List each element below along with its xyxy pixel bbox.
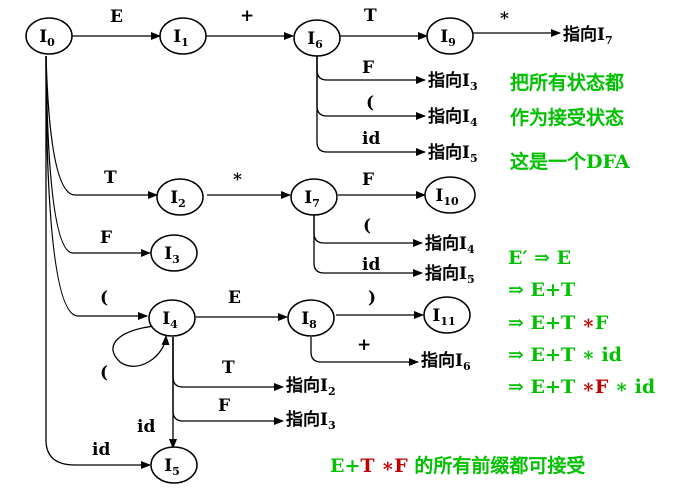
edge-label-id: id bbox=[362, 129, 380, 149]
state-i11-label: I11 bbox=[432, 306, 455, 328]
edge-label-e: E bbox=[110, 7, 123, 27]
edge-label-f: F bbox=[218, 396, 230, 416]
state-i8 bbox=[287, 299, 335, 337]
edge-i7-id bbox=[313, 215, 423, 277]
derivation-step-3: ⇒ E+T ∗ id bbox=[508, 344, 622, 366]
edge-label-plus: + bbox=[240, 6, 254, 26]
state-i2 bbox=[156, 178, 204, 216]
pointer-i7: 指向I7 bbox=[563, 24, 613, 47]
edge-label-e: E bbox=[228, 288, 241, 308]
note-all-accept: 把所有状态都 bbox=[510, 71, 624, 94]
pointer-i5: 指向I5 bbox=[425, 263, 475, 286]
state-i6-label: I6 bbox=[307, 29, 323, 51]
edge-label-lparen: ( bbox=[366, 93, 374, 113]
edge-label-lparen: ( bbox=[100, 288, 108, 308]
pointer-i2: 指向I2 bbox=[286, 375, 336, 398]
note-as-accept: 作为接受状态 bbox=[510, 106, 624, 129]
pointer-i4: 指向I4 bbox=[425, 233, 475, 256]
state-i5 bbox=[150, 446, 198, 484]
edge-label-star: * bbox=[233, 170, 242, 190]
edge-i0-i4 bbox=[45, 55, 148, 320]
pointer-i6: 指向I6 bbox=[421, 350, 471, 373]
edge-label-t: T bbox=[364, 6, 377, 26]
edge-label-lparen: ( bbox=[100, 363, 108, 383]
pointer-i5: 指向I5 bbox=[428, 142, 478, 165]
edge-i8-plus bbox=[310, 337, 419, 366]
state-i0 bbox=[25, 17, 73, 55]
pointer-i3: 指向I3 bbox=[428, 70, 478, 93]
edge-label-id: id bbox=[362, 255, 380, 275]
state-i8-label: I8 bbox=[301, 309, 317, 331]
state-i7 bbox=[290, 178, 338, 216]
edge-label-t: T bbox=[104, 168, 117, 188]
conclusion-prefixes: E+T ∗F 的所有前缀都可接受 bbox=[330, 454, 585, 477]
state-i4-label: I4 bbox=[162, 309, 178, 331]
edge-label-rparen: ) bbox=[368, 288, 376, 308]
edge-i0-i5 bbox=[45, 56, 151, 469]
edge-i0-i3 bbox=[45, 55, 151, 257]
state-i9 bbox=[426, 17, 474, 55]
edge-label-plus: + bbox=[357, 335, 371, 355]
derivation-start: E′ ⇒ E bbox=[508, 247, 571, 269]
derivation-step-2: ⇒ E+T ∗F bbox=[508, 312, 609, 334]
state-i4 bbox=[148, 299, 196, 337]
edge-label-star: * bbox=[500, 9, 509, 29]
derivation-step-1: ⇒ E+T bbox=[508, 279, 575, 301]
state-i11 bbox=[423, 296, 471, 334]
state-i3-label: I3 bbox=[164, 244, 180, 266]
state-i9-label: I9 bbox=[440, 27, 456, 49]
state-i6 bbox=[293, 19, 341, 57]
edge-label-t: T bbox=[222, 358, 235, 378]
edge-i0-i2 bbox=[45, 55, 158, 199]
state-i3 bbox=[150, 234, 198, 272]
edge-i6-id bbox=[316, 55, 426, 156]
pointer-i3: 指向I3 bbox=[286, 409, 336, 432]
state-i5-label: I5 bbox=[164, 456, 180, 478]
state-i0-label: I0 bbox=[39, 27, 55, 49]
edge-label-id: id bbox=[92, 440, 110, 460]
edge-label-id: id bbox=[137, 417, 155, 437]
pointer-i4: 指向I4 bbox=[428, 106, 478, 129]
state-i1 bbox=[159, 17, 207, 55]
note-is-dfa: 这是一个DFA bbox=[510, 150, 630, 173]
state-i10 bbox=[424, 176, 476, 214]
state-i2-label: I2 bbox=[170, 188, 186, 210]
edge-i4-self bbox=[112, 325, 170, 367]
edge-label-f: F bbox=[100, 228, 112, 248]
edge-label-f: F bbox=[362, 58, 374, 78]
state-i10-label: I10 bbox=[435, 186, 459, 208]
edge-label-f: F bbox=[362, 170, 374, 190]
derivation-step-4: ⇒ E+T ∗F ∗ id bbox=[508, 376, 655, 398]
state-i7-label: I7 bbox=[304, 188, 320, 210]
edge-label-lparen: ( bbox=[363, 216, 371, 236]
state-i1-label: I1 bbox=[173, 27, 189, 49]
